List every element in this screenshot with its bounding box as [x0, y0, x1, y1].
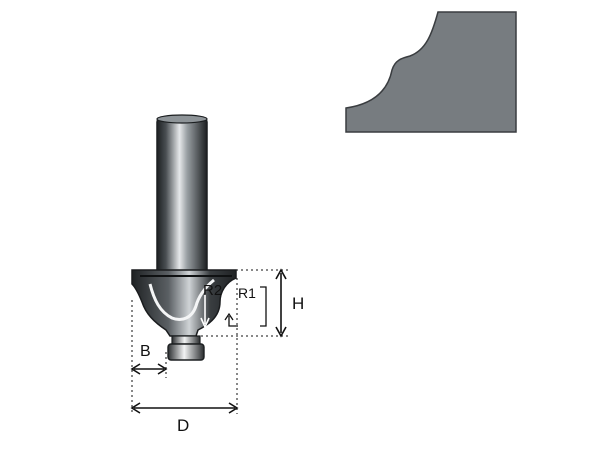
bit-cutter-body	[131, 269, 237, 337]
bearing-upper	[171, 335, 201, 345]
bearing-width-label: B	[140, 343, 151, 360]
b-arrow-left	[130, 363, 141, 375]
d-arrow-right	[228, 402, 239, 414]
diameter-dimension	[130, 402, 239, 414]
cutter-flute-highlight	[148, 278, 215, 321]
shank-top	[156, 114, 208, 124]
radius-small-label: R1	[238, 285, 256, 301]
r2-arrow	[200, 317, 210, 329]
profile-shape	[345, 11, 517, 133]
height-arrow-top	[275, 268, 287, 280]
bearing	[167, 343, 205, 361]
bearing-width-dimension	[130, 363, 168, 375]
height-label: H	[292, 294, 304, 313]
b-arrow-right	[157, 363, 168, 375]
r1-bracket	[260, 286, 267, 327]
height-dimension	[275, 268, 287, 338]
radius-small-marker	[224, 286, 267, 327]
radius-large-label: R2	[203, 282, 222, 299]
router-bit-icon	[131, 114, 237, 361]
diameter-label: D	[177, 416, 189, 435]
radius-large-marker	[200, 294, 210, 329]
profile-cut-icon	[345, 11, 517, 133]
height-arrow-bottom	[275, 326, 287, 338]
d-arrow-left	[130, 402, 141, 414]
r1-arrow	[224, 312, 234, 321]
r1-leader	[228, 316, 238, 327]
bit-shank	[156, 117, 208, 277]
dimension-guides	[131, 269, 288, 414]
